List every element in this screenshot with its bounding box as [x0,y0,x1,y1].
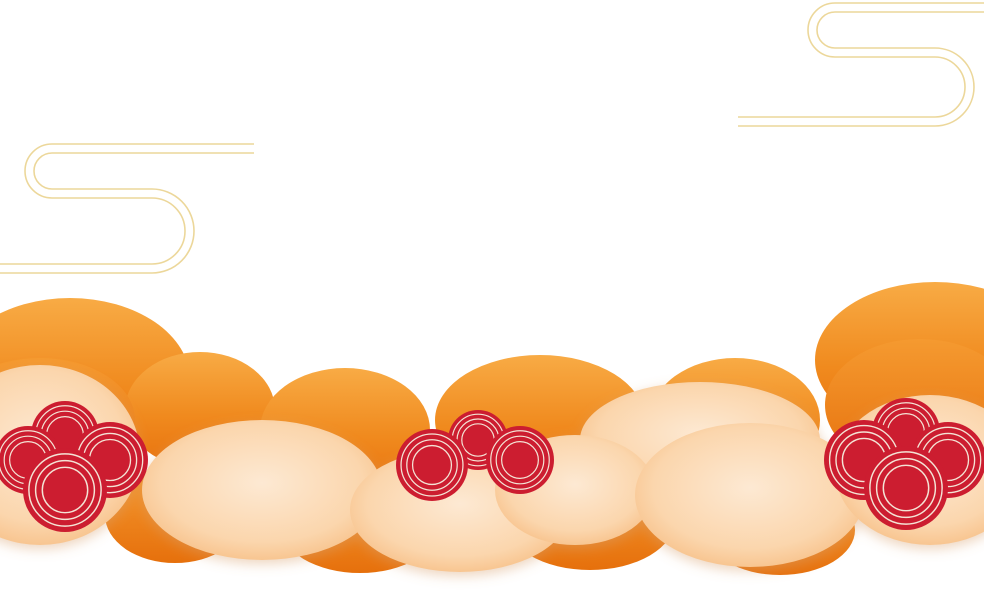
medallion-cluster-center [396,410,554,501]
swirl-line-top-right-icon [738,2,984,127]
concentric-medallion-icon [864,446,948,530]
concentric-medallion-icon [396,429,468,501]
concentric-medallion-icon [23,448,107,532]
medallion-cluster-right [824,398,984,530]
medallion-cluster-left [0,401,148,532]
swirl-line-left-icon [0,143,254,274]
concentric-medallion-icon [486,426,554,494]
